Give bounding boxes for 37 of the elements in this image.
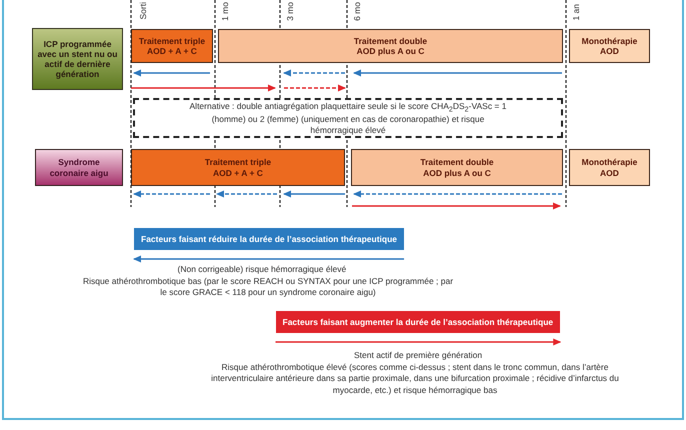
- factor-banner: [134, 228, 404, 250]
- treatment-name: Monothérapie: [582, 157, 638, 168]
- treatment-regimen: AOD plus A ou C: [423, 168, 491, 178]
- factor-description: Risque athérothrombotique élevé (scores comme ci-dessus ; stent dans le tronc commun, dans l’artère interventriculaire antérieure dans sa partie proximale, dans une bifurcation proximale ; récidive d’infarctus du myocarde, etc.) et risque hémorragique bas: [210, 362, 620, 396]
- alternative-note: Alternative : double antiagrégation plaquettaire seule si le score CHA$_{2}$DS$_{2}$-VASc = 1 (homme) ou 2 (femme) (uniquement en cas de coronaropathie) et risque hémorragique élevé: [188, 100, 508, 136]
- factor-heading: Facteurs faisant augmenter la durée de l’association thérapeutique: [282, 316, 554, 328]
- alternative-note-box: [133, 98, 563, 138]
- treatment-regimen: AOD plus A ou C: [356, 46, 424, 56]
- treatment-bar: [569, 149, 650, 186]
- factor-description: (Non corrigeable) risque hémorragique élevé: [178, 264, 346, 276]
- timepoint-label: 6 mo: [352, 2, 362, 21]
- indication-text: Syndrome coronaire aigu: [48, 157, 110, 178]
- treatment-name: Monothérapie: [582, 36, 638, 46]
- treatment-regimen: AOD + A + C: [213, 168, 263, 178]
- treatment-regimen: AOD: [600, 46, 619, 56]
- factor-description: Risque athérothrombotique bas (par le score REACH ou SYNTAX pour une ICP programmée ; par le score GRACE < 118 pour un syndrome coronaire aigu): [82, 276, 454, 299]
- treatment-bar: [218, 29, 563, 63]
- factor-banner: [276, 311, 560, 333]
- timepoint-label: 1 an: [571, 4, 581, 21]
- indication-box: [32, 28, 123, 90]
- treatment-name: Traitement triple: [138, 36, 206, 46]
- treatment-name: Traitement double: [420, 157, 494, 168]
- treatment-regimen: AOD: [600, 168, 619, 178]
- indication-text: ICP programmée avec un stent nu ou actif de dernière génération: [36, 38, 118, 80]
- treatment-regimen: AOD + A + C: [147, 46, 197, 56]
- factor-heading: Facteurs faisant réduire la durée de l’association thérapeutique: [141, 234, 398, 244]
- treatment-bar: [351, 149, 563, 186]
- treatment-bar: [569, 29, 650, 63]
- treatment-bar: [131, 29, 213, 63]
- treatment-name: Traitement triple: [204, 157, 272, 168]
- timepoint-label: 3 mo: [285, 2, 295, 21]
- timepoint-label: Sorti: [138, 2, 148, 20]
- treatment-bar: [131, 149, 345, 186]
- treatment-name: Traitement double: [354, 36, 428, 46]
- indication-box: [35, 149, 123, 186]
- factor-description: Stent actif de première génération: [354, 350, 482, 362]
- timepoint-label: 1 mo: [220, 2, 230, 21]
